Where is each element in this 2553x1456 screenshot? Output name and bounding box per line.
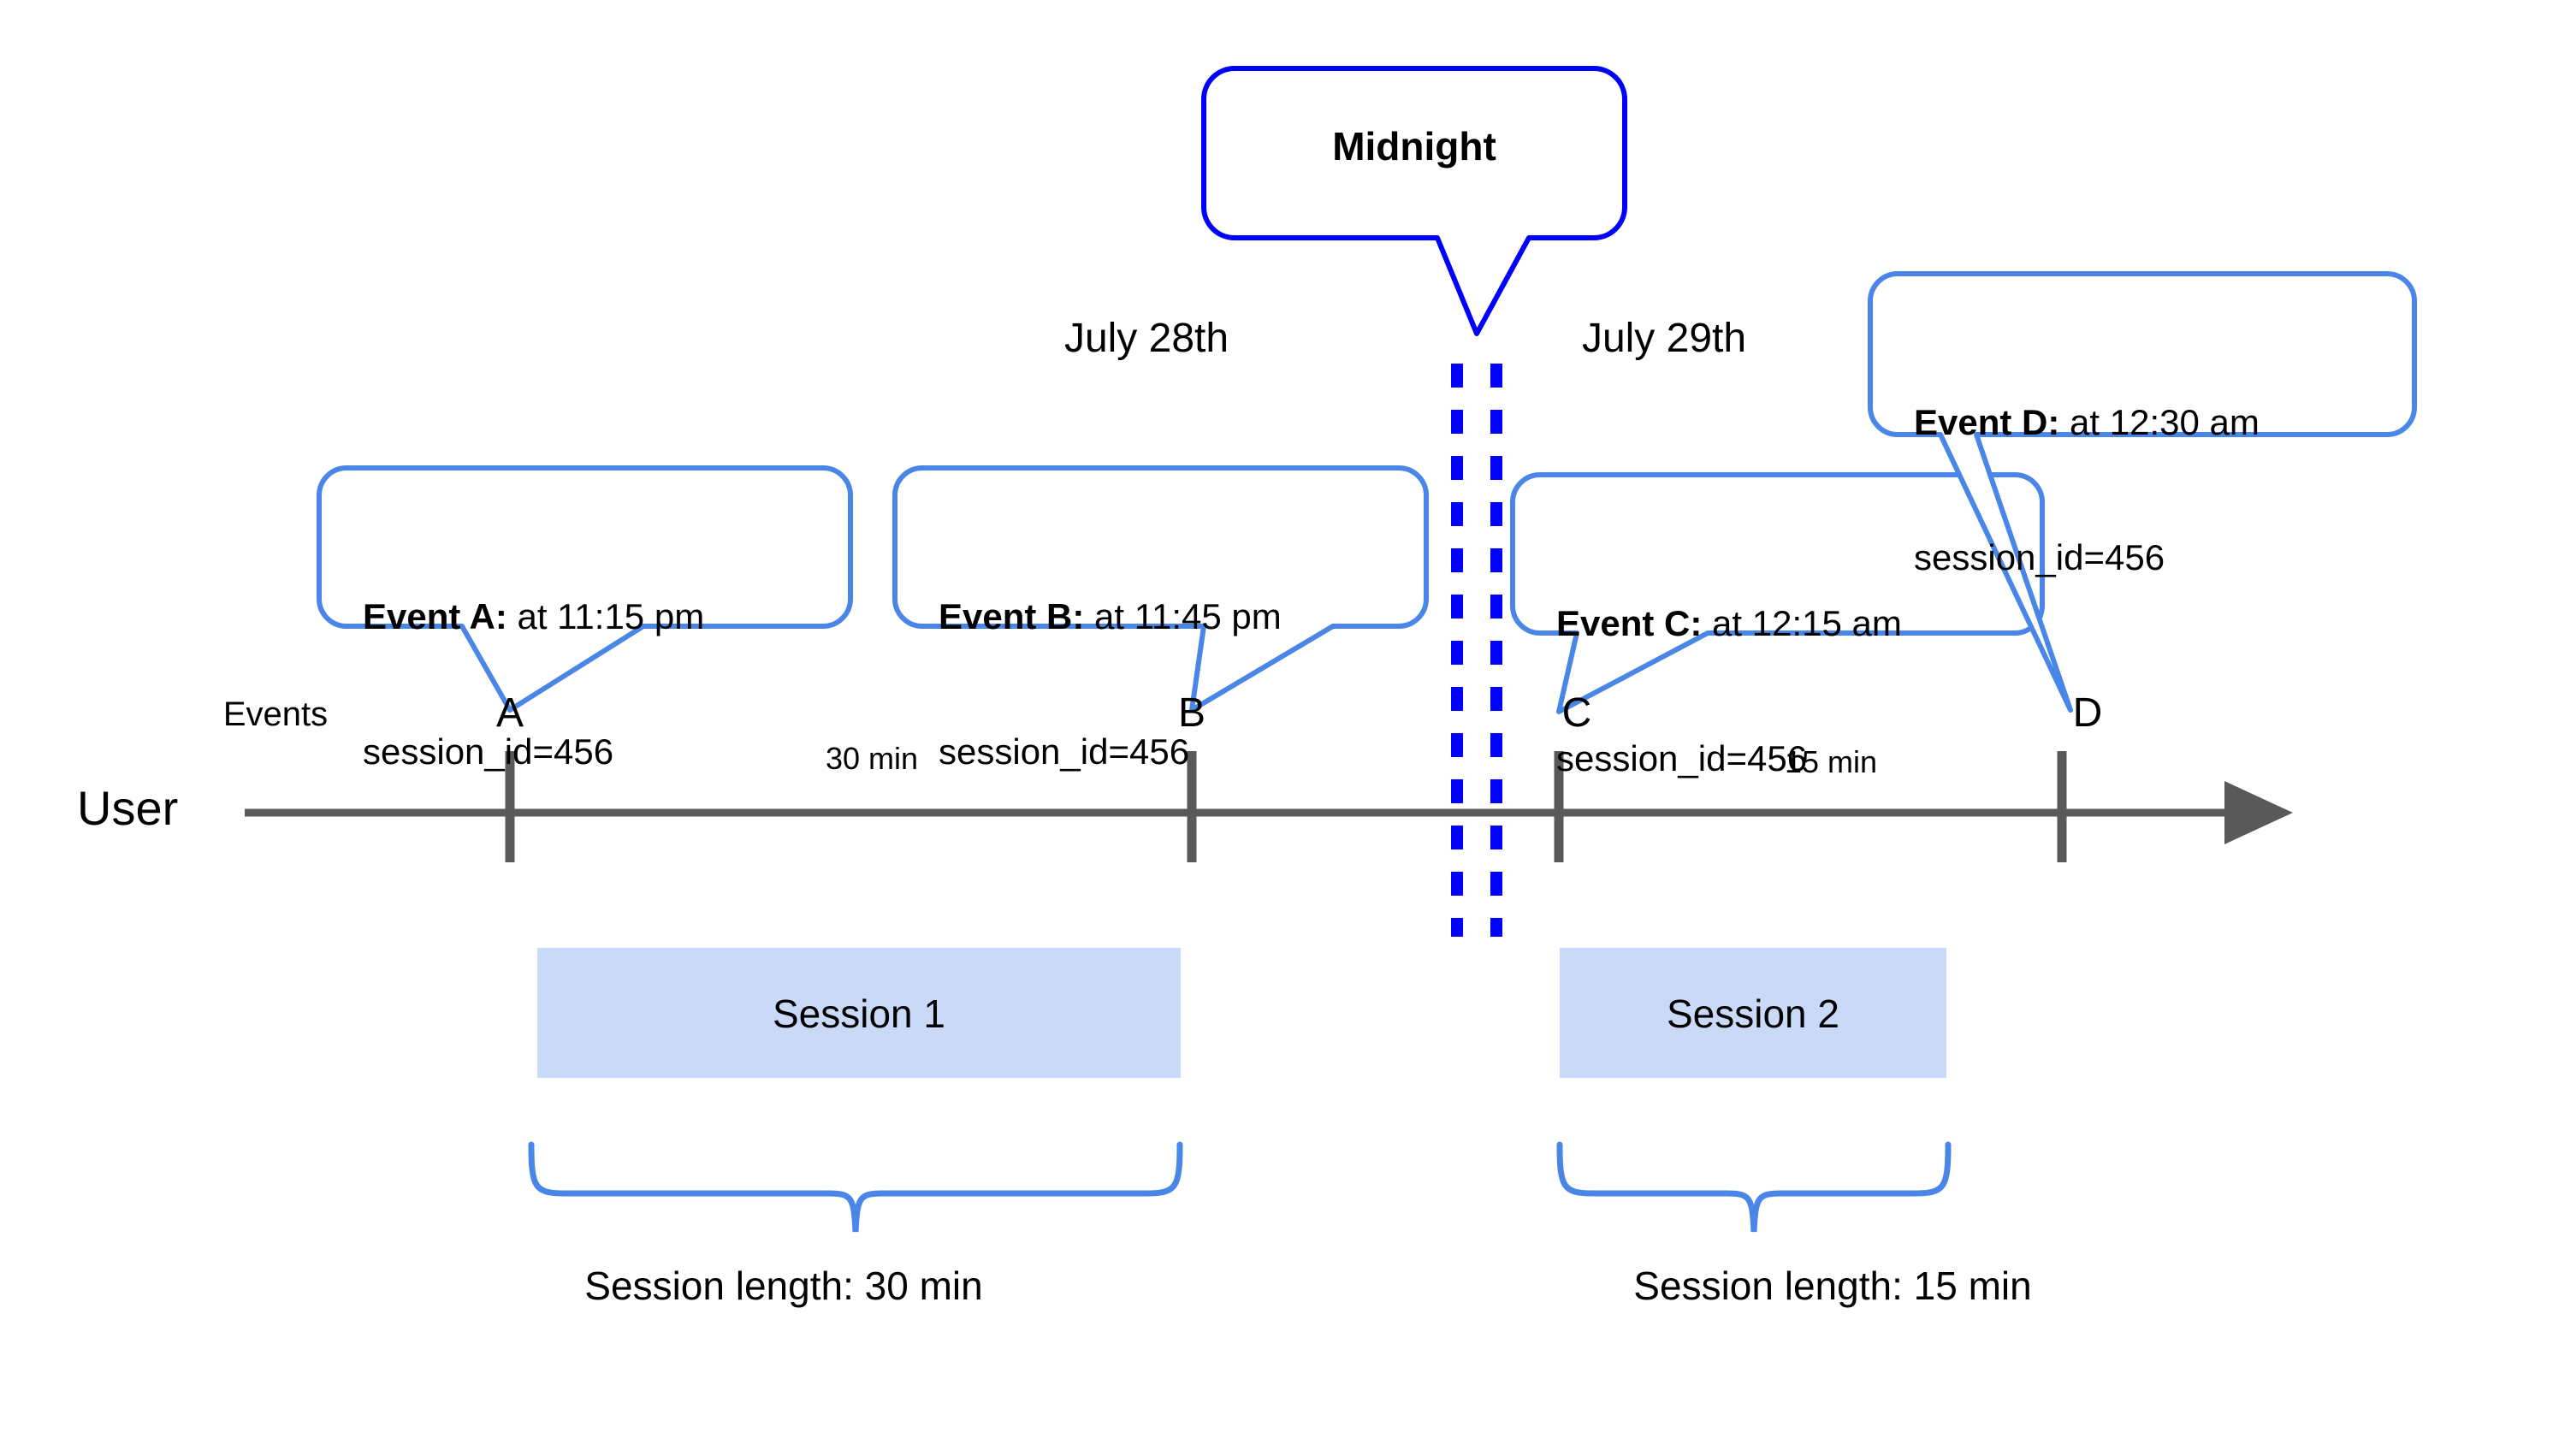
event-a-detail: at 11:15 pm: [506, 596, 705, 636]
session-boxes: [537, 948, 1946, 1078]
event-a-line2: session_id=456: [363, 731, 614, 772]
event-d-detail: at 12:30 am: [2059, 402, 2260, 442]
event-b-callout-text: Event B: at 11:45 pm session_id=456: [939, 505, 1282, 864]
events-row-label: Events: [222, 695, 329, 733]
event-a-title: Event A:: [363, 596, 507, 636]
event-d-callout-text: Event D: at 12:30 am session_id=456: [1914, 311, 2260, 670]
session-2-box: [1560, 948, 1946, 1078]
duration-label-30min: 30 min: [825, 741, 919, 776]
date-label-july-29: July 29th: [1581, 316, 1747, 361]
midnight-dashed-lines: [1451, 364, 1502, 937]
event-b-detail: at 11:45 pm: [1084, 596, 1282, 636]
event-c-line2: session_id=456: [1556, 737, 1808, 778]
event-d-title: Event D:: [1914, 402, 2060, 442]
session-1-label: Session 1: [772, 991, 946, 1036]
session-2-length-label: Session length: 15 min: [1633, 1264, 2032, 1308]
event-c-title: Event C:: [1556, 603, 1703, 643]
event-b-callout-shape: [892, 465, 1429, 713]
midnight-callout-shape: [1201, 66, 1627, 336]
event-d-line2: session_id=456: [1914, 536, 2165, 577]
date-label-july-28: July 28th: [1063, 316, 1229, 361]
event-tick-marks: [505, 751, 2067, 862]
session-2-label: Session 2: [1666, 991, 1840, 1036]
event-b-title: Event B:: [939, 596, 1085, 636]
session-1-length-label: Session length: 30 min: [584, 1264, 983, 1308]
event-a-callout-shape: [317, 465, 853, 713]
event-c-detail: at 12:15 am: [1702, 603, 1902, 643]
session-1-brace: [528, 1141, 1183, 1233]
event-marker-b: B: [1177, 690, 1206, 736]
event-d-callout-shape: [1868, 271, 2417, 713]
event-b-line2: session_id=456: [939, 731, 1190, 772]
session-braces: [528, 1141, 1952, 1233]
user-row-label: User: [77, 781, 179, 835]
event-marker-c: C: [1561, 690, 1592, 736]
duration-label-15min: 15 min: [1784, 744, 1878, 779]
event-c-callout-text: Event C: at 12:15 am session_id=456: [1556, 512, 1902, 871]
session-1-box: [537, 948, 1181, 1078]
event-c-callout-shape: [1510, 472, 2045, 714]
event-a-callout-text: Event A: at 11:15 pm session_id=456: [363, 505, 704, 864]
event-marker-d: D: [2072, 690, 2103, 736]
session-2-brace: [1556, 1141, 1952, 1233]
midnight-callout-label: Midnight: [1332, 124, 1496, 169]
timeline-axis: [245, 781, 2293, 844]
event-marker-a: A: [495, 690, 524, 736]
